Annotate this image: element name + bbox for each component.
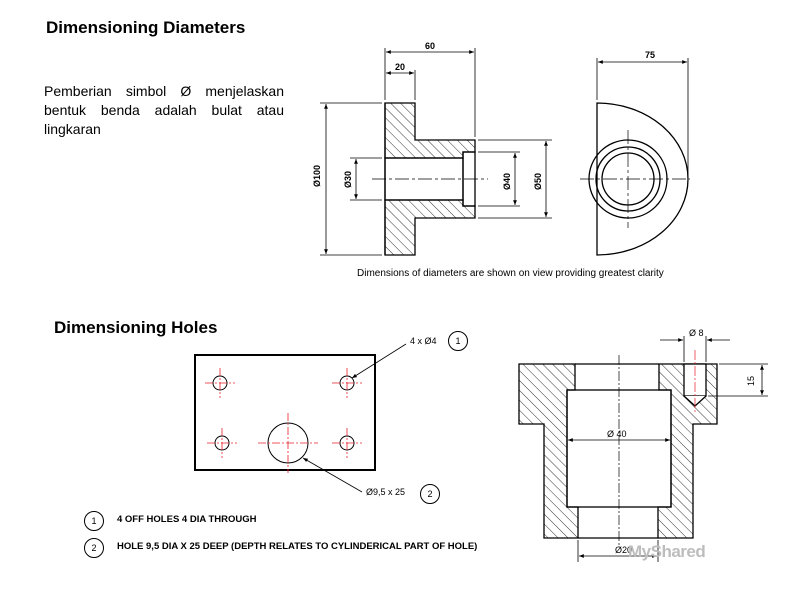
callout-4-holes: 4 x Ø4 <box>410 336 437 346</box>
dim-dia-bottom: Ø20 <box>615 545 632 555</box>
callout-large-hole: Ø9,5 x 25 <box>366 487 406 497</box>
dim-75: 75 <box>645 50 655 60</box>
dim-60: 60 <box>425 41 435 51</box>
dim-15: 15 <box>746 376 756 386</box>
title-dimensioning-holes: Dimensioning Holes <box>54 318 218 337</box>
dim-dia-40: Ø40 <box>502 173 512 190</box>
dim-dia-30: Ø30 <box>343 171 353 188</box>
watermark-logo: MyShared <box>628 542 706 561</box>
description-text: Pemberian simbol Ø menjelaskan bentuk be… <box>44 83 284 137</box>
note-text-2: HOLE 9,5 DIA X 25 DEEP (DEPTH RELATES TO… <box>117 541 478 552</box>
dim-20: 20 <box>395 62 405 72</box>
dim-dia-100: Ø100 <box>312 165 322 187</box>
caption-text: Dimensions of diameters are shown on vie… <box>357 268 664 279</box>
dim-dia-40-hole: Ø 40 <box>607 429 627 439</box>
callout-badge-2: 2 <box>420 484 440 504</box>
note-badge-1: 1 <box>84 511 104 531</box>
note-badge-2: 2 <box>84 538 104 558</box>
bushing-section <box>518 363 718 539</box>
callout-badge-1: 1 <box>448 331 468 351</box>
plate-front-view <box>194 343 407 493</box>
dim-dia-8: Ø 8 <box>689 328 704 338</box>
note-text-1: 4 OFF HOLES 4 DIA THROUGH <box>117 514 257 525</box>
title-dimensioning-diameters: Dimensioning Diameters <box>46 18 246 37</box>
dim-dia-50: Ø50 <box>533 173 543 190</box>
